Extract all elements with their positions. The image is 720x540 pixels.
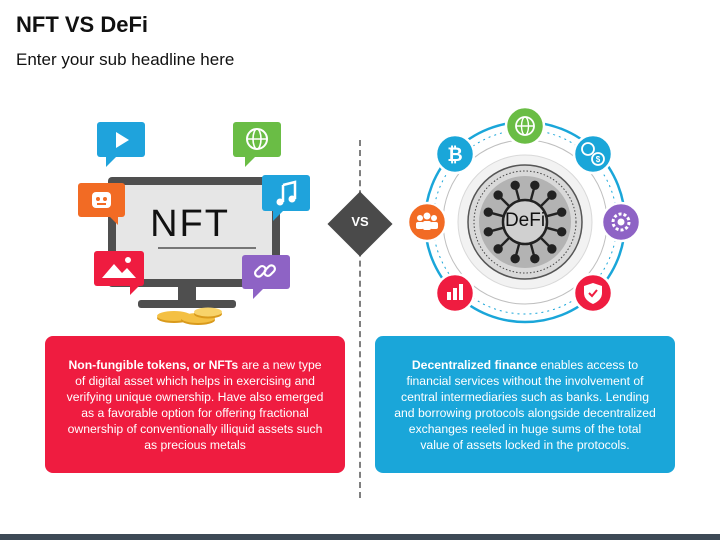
nft-description-rest: are a new type of digital asset which he…	[66, 357, 324, 452]
nft-description-box: Non-fungible tokens, or NFTs are a new t…	[45, 336, 345, 473]
nft-description: Non-fungible tokens, or NFTs are a new t…	[63, 357, 327, 453]
defi-description: Decentralized finance enables access to …	[393, 357, 657, 453]
vs-label: VS	[351, 214, 369, 229]
nft-description-bold: Non-fungible tokens, or NFTs	[68, 357, 239, 372]
center-divider	[359, 140, 361, 498]
settings-icon	[600, 201, 642, 243]
link-icon	[242, 255, 290, 299]
defi-description-rest: enables access to financial services wit…	[394, 357, 656, 452]
bottom-bar	[0, 534, 720, 540]
globe-icon	[504, 105, 546, 147]
globe-icon	[233, 122, 281, 167]
music-note-icon	[262, 175, 310, 221]
people-icon	[406, 201, 448, 243]
svg-text:₿: ₿	[447, 145, 462, 166]
defi-description-bold: Decentralized finance	[411, 357, 538, 372]
bitcoin-icon: ₿	[434, 133, 476, 175]
defi-illustration: ₿ $	[406, 105, 642, 324]
image-icon	[94, 251, 144, 295]
bar-chart-icon	[434, 272, 476, 314]
coins-icon	[157, 307, 222, 325]
slide-subtitle: Enter your sub headline here	[16, 50, 235, 69]
slide-title: NFT VS DeFi	[16, 12, 149, 37]
currency-exchange-icon: $	[572, 133, 614, 175]
nft-monitor-label: NFT	[150, 203, 230, 245]
defi-center-label: DeFi	[504, 210, 546, 231]
shield-icon	[572, 272, 614, 314]
play-icon	[97, 122, 145, 167]
svg-text:$: $	[596, 155, 601, 164]
nft-illustration	[78, 122, 310, 325]
robot-icon	[78, 183, 125, 225]
defi-description-box: Decentralized finance enables access to …	[375, 336, 675, 473]
